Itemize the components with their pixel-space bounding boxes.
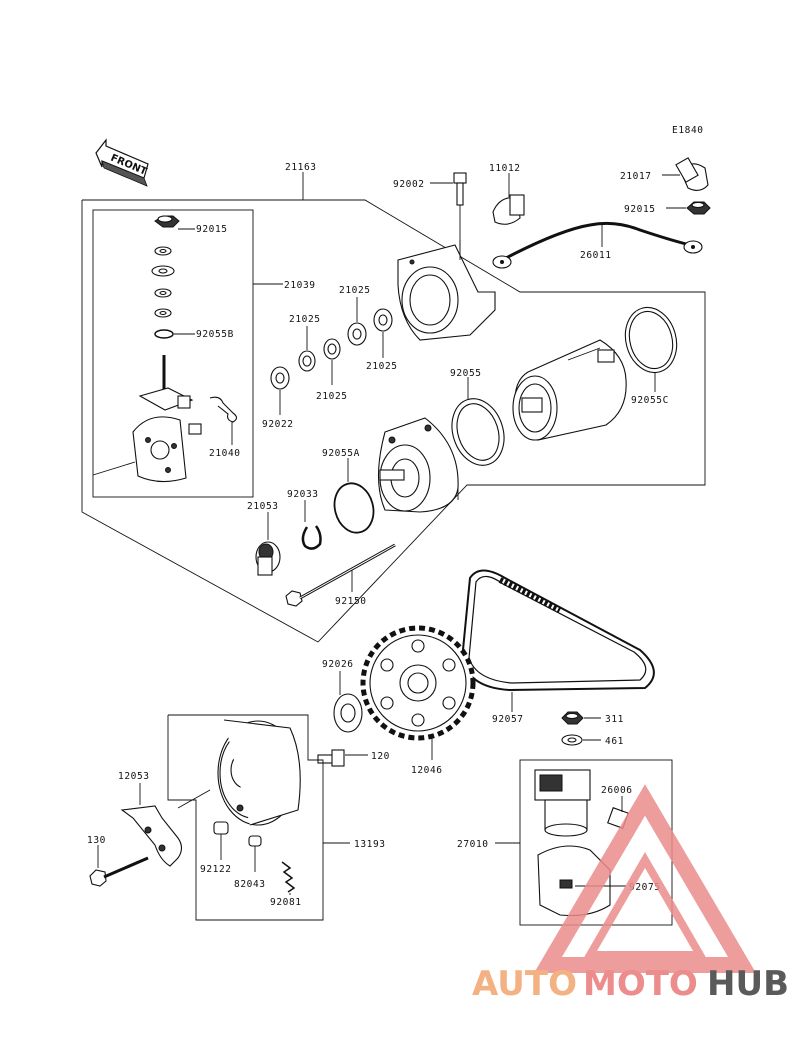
part-label: 130 (87, 835, 106, 846)
watermark-part2: MOTO (583, 964, 698, 1004)
clutch-housing (217, 719, 301, 826)
part-label: 82043 (234, 879, 266, 890)
rear-housing (397, 244, 496, 341)
part-label: 92055B (196, 329, 234, 340)
part-label: 21025 (366, 361, 398, 372)
motor-yoke (512, 339, 627, 441)
watermark-text: AUTO MOTO HUB (472, 964, 789, 1004)
part-label: 92026 (322, 659, 354, 670)
part-label: 92057 (492, 714, 524, 725)
front-arrow-icon: FRONT (95, 138, 149, 187)
part-label: 92150 (335, 596, 367, 607)
shaft-120 (317, 749, 345, 767)
sprocket-12046 (360, 625, 476, 741)
diagram-code: E1840 (672, 125, 704, 136)
bolt-92002 (453, 172, 467, 260)
pinion-21053 (255, 541, 281, 576)
long-bolt-92150 (285, 543, 396, 607)
brush-holder-parts (92, 215, 238, 483)
clutch-box (167, 714, 350, 921)
part-label: 92075 (629, 882, 661, 893)
part-label: 13193 (354, 839, 386, 850)
part-label: 26011 (580, 250, 612, 261)
bracket-12053 (120, 805, 183, 867)
part-label: 92122 (200, 864, 232, 875)
washer-stack (270, 308, 393, 390)
part-label: 92055C (631, 395, 669, 406)
part-label: 92015 (624, 204, 656, 215)
part-label: 120 (371, 751, 390, 762)
part-label: 12046 (411, 765, 443, 776)
part-label: 92015 (196, 224, 228, 235)
part-label: 26006 (601, 785, 633, 796)
part-label: 27010 (457, 839, 489, 850)
part-label: 92033 (287, 489, 319, 500)
part-label: 21025 (339, 285, 371, 296)
terminal-cap-11012 (492, 194, 525, 225)
part-label: 21053 (247, 501, 279, 512)
part-label: 12053 (118, 771, 150, 782)
part-label: 311 (605, 714, 624, 725)
part-label: 21017 (620, 171, 652, 182)
part-label: 21163 (285, 162, 317, 173)
brush-holder-box (92, 209, 283, 498)
part-label: 92055 (450, 368, 482, 379)
part-label: 92055A (322, 448, 360, 459)
cable-26011 (492, 221, 703, 269)
front-cover (378, 417, 459, 513)
watermark-part1: AUTO (472, 964, 577, 1004)
starter-assembly-outline (81, 172, 706, 643)
terminal-cap-21017 (675, 157, 709, 191)
part-label: 21025 (289, 314, 321, 325)
part-label: 21025 (316, 391, 348, 402)
watermark-logo (534, 784, 756, 973)
part-label: 21039 (284, 280, 316, 291)
part-label: 21040 (209, 448, 241, 459)
part-label: 92022 (262, 419, 294, 430)
part-label: 92002 (393, 179, 425, 190)
drive-belt (460, 569, 655, 692)
part-label: 461 (605, 736, 624, 747)
watermark-part3: HUB (707, 964, 789, 1004)
part-label: 92081 (270, 897, 302, 908)
bolt-130 (89, 856, 149, 887)
starter-relay (534, 769, 591, 837)
part-label: 11012 (489, 163, 521, 174)
